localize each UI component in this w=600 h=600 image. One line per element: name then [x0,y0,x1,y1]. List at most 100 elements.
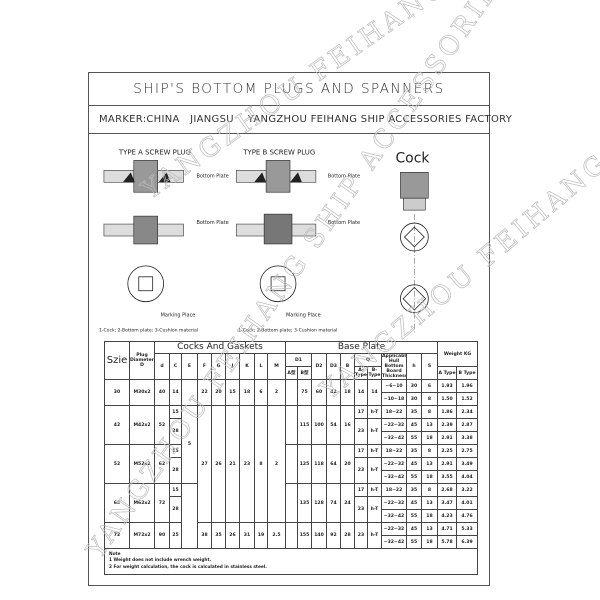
cell-h: 55 [406,431,422,446]
note-item: 2 For weight calculation, the cock is ca… [109,564,267,570]
cell-s: 8 [420,392,439,407]
cell-size: 62 [104,483,130,524]
cell-h: 45 [406,522,422,537]
header-size: Szie [104,340,130,381]
cell-wa: 1.93 [437,379,458,394]
cell-d: 40 [154,379,170,407]
type-a-label: TYPE A SCREW PLUG [118,148,191,156]
header-cocks: Cocks And Gaskets [154,341,286,354]
cell-j: 15 [225,379,240,407]
header-m: M [267,352,286,381]
table-cell: h-T [367,418,382,446]
cell-l: 8 [254,405,268,524]
table-cell: A Type [437,366,458,381]
cell-d: 90 [154,522,170,550]
note-title: Note [109,552,121,558]
cell-d1: 75 [297,379,312,407]
cell-wa: 5.78 [437,535,458,550]
header-e: E [181,352,198,381]
header-j: J [225,352,240,381]
cell-wa: 2.25 [437,444,458,459]
header-d: d [154,352,170,381]
cock-label: Cock [395,150,430,166]
cell-d2: 140 [311,522,327,550]
cell-wa: 2.91 [437,431,458,446]
cell-h: 45 [406,418,422,433]
cell-d2: 128 [311,483,327,524]
plug-top-view [127,265,165,303]
cell-l: 19 [254,522,268,550]
cell-d: 52 [154,405,170,446]
cell-wa: 4.71 [437,522,458,537]
cell-d3: 54 [326,405,341,446]
cell-plug: M72x2 [129,522,155,550]
cell-t: ~22~32 [381,418,407,433]
cell-h: 30 [406,379,422,394]
cell-s: 18 [420,535,439,550]
cell-d2: 118 [311,444,327,485]
cell-wa: 2.68 [437,483,458,498]
cell-wb: 3.49 [456,457,479,472]
table-cell: 23 [354,496,368,524]
bottom-plate-label: Bottom Plate [196,173,228,179]
table-cell: 25 [169,522,182,550]
cell-e: 5 [181,405,198,485]
cell-h: 35 [406,483,422,498]
cell-s: 8 [420,405,439,420]
table-cell: S [420,352,439,381]
cell-t: 18~22 [381,405,407,420]
plug-section [133,160,158,193]
cell-j: 21 [225,405,240,524]
cell-wb: 3.22 [456,483,479,498]
cell-d: 62 [154,444,170,485]
marking-place-label: Marking Place [161,313,196,319]
table-cell: 17 [354,444,368,459]
cell-m: 2.5 [267,522,286,550]
cell-wb: 4.04 [456,470,479,485]
cell-h: 45 [406,496,422,511]
table-cell: A型 [285,366,298,381]
table-cell: h-T [367,496,382,524]
table-cell: 23 [354,418,368,446]
cock-drawing: Cock [395,150,430,334]
cell-b: 18 [340,379,355,407]
table-cell: 15 [169,405,182,420]
cell-d1: 115 [297,405,312,446]
empty-cell [285,405,298,446]
cell-s: 13 [420,496,439,511]
cell-f: 27 [197,405,212,524]
cell-plug: M42x2 [129,405,155,446]
cell-k: 31 [239,522,255,550]
cell-t: ~22~32 [381,457,407,472]
cell-t: 18~22 [381,444,407,459]
cell-b: 20 [340,444,355,485]
header-thickness: Applicable Hull Bottom Board Thickness [381,352,407,381]
marking-place-label: Marking Place [286,313,321,319]
manufacturer-line: MARKER:CHINA JIANGSU YANGZHOU FEIHANG SH… [89,106,512,134]
cell-d1: 155 [297,522,312,550]
empty-cell [285,379,298,407]
table-cell: h-T [367,405,382,420]
cell-wa: 3.55 [437,470,458,485]
type-b-drawing: TYPE B SCREW PLUG Bottom Plate Bottom Pl… [235,148,360,334]
cell-s: 13 [420,457,439,472]
table-cell: h-T [367,444,382,459]
cell-t: ~32~42 [381,470,407,485]
cell-plug: M52x2 [129,444,155,485]
table-cell: h-T [367,522,382,550]
cell-s: 13 [420,418,439,433]
cell-wa: 1.50 [437,392,458,407]
cell-t: ~32~42 [381,509,407,524]
cell-size: 72 [104,522,130,550]
bottom-plate-label: Bottom Plate [196,220,228,226]
header-c: C [169,352,182,381]
cell-t: ~22~32 [381,522,407,537]
cell-t: ~22~32 [381,496,407,511]
